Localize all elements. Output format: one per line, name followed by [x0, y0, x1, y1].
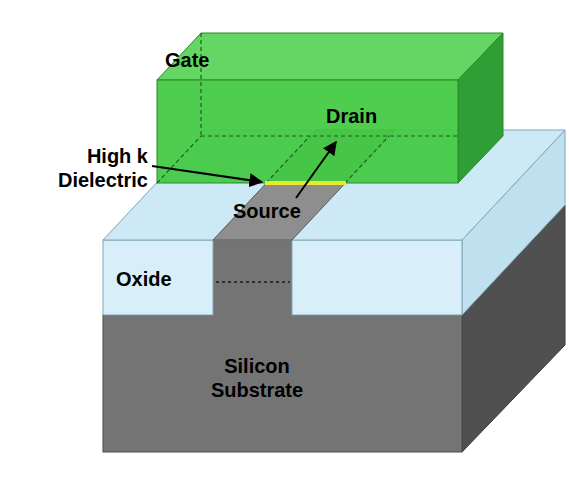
part-name: Gate: [165, 48, 209, 72]
part-name: Oxide: [116, 267, 172, 291]
current-arrow: [296, 142, 336, 198]
label-text: High k Dielectric: [32, 144, 148, 192]
fin-front: [213, 240, 292, 316]
label-text: Drain: [326, 104, 377, 128]
hidden-edge: [345, 136, 389, 183]
hidden-edge: [201, 135, 458, 136]
hidden-edge: [157, 136, 201, 183]
oxide-label: Oxide: [114, 265, 174, 293]
hidden-edge: [266, 136, 310, 183]
part-name: Silicon Substrate: [199, 354, 315, 402]
dielectric-label: High k Dielectric: [32, 144, 148, 192]
oxide-front: [292, 240, 462, 315]
gate-front: [157, 80, 458, 183]
hidden-edge: [200, 33, 201, 136]
substrate-label: Silicon Substrate: [197, 352, 317, 404]
leader-line: [152, 166, 262, 182]
label-text: Source: [233, 199, 301, 223]
gate-label: Gate: [163, 46, 211, 74]
gate-top: [157, 33, 503, 80]
gate-side: [458, 33, 503, 183]
drain-label: Drain: [326, 104, 377, 128]
oxide-level-line: [216, 281, 290, 283]
source-label: Source: [233, 199, 301, 223]
hidden-edges: [157, 33, 458, 183]
substrate-front: [103, 315, 462, 452]
oxide-front: [103, 240, 213, 315]
